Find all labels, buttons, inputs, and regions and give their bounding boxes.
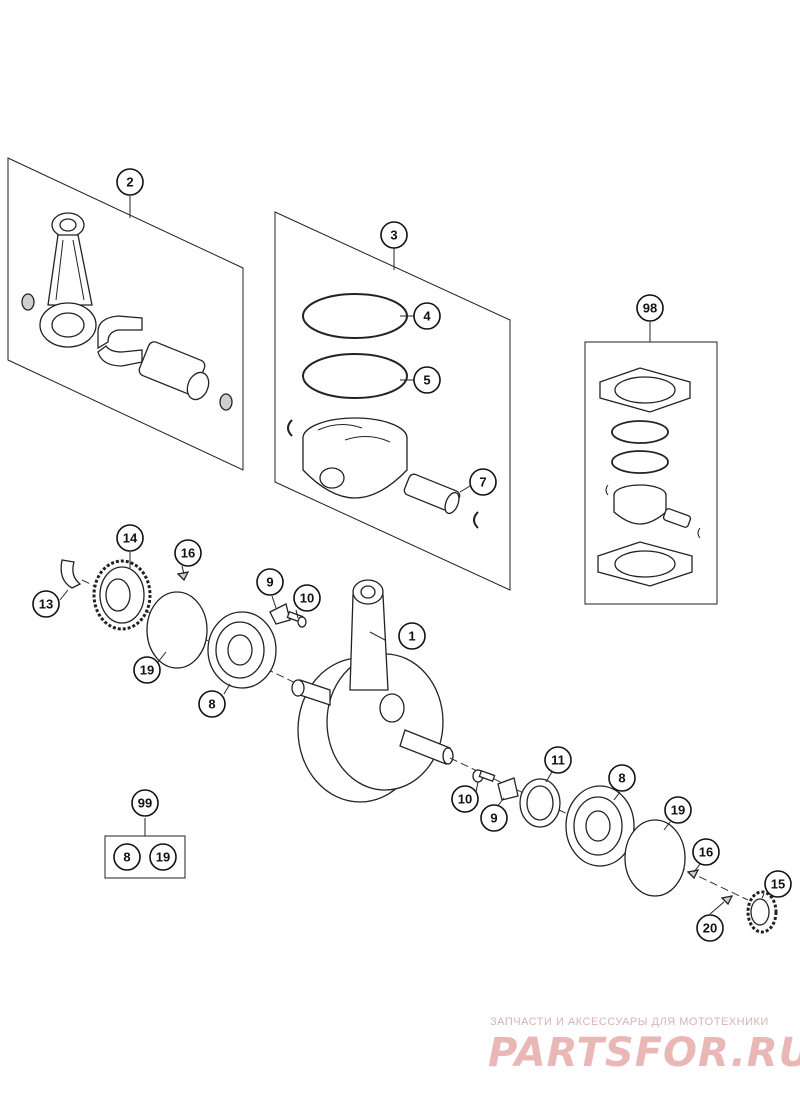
svg-text:19: 19 <box>140 663 154 678</box>
svg-text:8: 8 <box>208 697 215 712</box>
svg-text:13: 13 <box>39 597 53 612</box>
crank-pin-part <box>138 341 210 401</box>
svg-text:15: 15 <box>771 877 785 892</box>
panel-piston <box>274 211 511 591</box>
kit-99-item-8: 8 <box>113 843 141 871</box>
svg-text:4: 4 <box>423 309 431 324</box>
piston-pin-part <box>403 473 461 515</box>
gear-14-part <box>92 559 152 631</box>
svg-text:19: 19 <box>156 850 170 865</box>
plate-9-right <box>497 777 519 801</box>
svg-text:14: 14 <box>123 531 138 546</box>
callout-16-right: 16 <box>692 838 720 866</box>
callout-10-left: 10 <box>293 584 321 612</box>
callout-13: 13 <box>32 590 60 618</box>
thrust-washer-right <box>219 393 233 411</box>
base-gasket-part <box>597 541 693 587</box>
axis-line-right <box>449 757 749 901</box>
piston-ring-top <box>302 293 408 339</box>
svg-text:2: 2 <box>126 175 133 190</box>
panel-connecting-rod <box>7 157 244 471</box>
svg-text:10: 10 <box>458 792 472 807</box>
callout-14: 14 <box>116 524 144 552</box>
callout-19-right: 19 <box>664 796 692 824</box>
crankshaft-1-part <box>291 579 454 803</box>
callout-5: 5 <box>413 366 441 394</box>
thrust-washer-left <box>21 293 35 311</box>
key-16-right <box>686 869 700 880</box>
callout-8-left: 8 <box>198 690 226 718</box>
plate-9-left <box>269 603 291 625</box>
callout-19-left: 19 <box>133 656 161 684</box>
svg-text:11: 11 <box>551 753 565 768</box>
callout-11: 11 <box>544 746 572 774</box>
callout-16-left: 16 <box>174 539 202 567</box>
callout-15: 15 <box>764 870 792 898</box>
svg-text:8: 8 <box>123 850 130 865</box>
kit-99-box <box>104 818 186 879</box>
shim-19-right <box>624 819 686 897</box>
callout-7: 7 <box>469 468 497 496</box>
callout-20: 20 <box>696 914 724 942</box>
callout-99: 99 <box>131 789 159 817</box>
shim-19-left <box>146 591 208 669</box>
screw-10-right <box>472 769 496 783</box>
lock-ring-13-part <box>60 559 82 589</box>
key-20-part <box>720 895 734 906</box>
svg-text:99: 99 <box>138 796 152 811</box>
svg-text:3: 3 <box>390 228 397 243</box>
callout-3: 3 <box>380 221 408 249</box>
shim-11-inner <box>526 785 554 821</box>
bearing-8-left <box>207 611 277 689</box>
callout-9-right: 9 <box>480 804 508 832</box>
watermark-caption: ЗАПЧАСТИ И АКСЕССУАРЫ ДЛЯ МОТОТЕХНИКИ <box>490 1016 769 1028</box>
callout-leaders <box>59 315 765 915</box>
callout-4: 4 <box>413 302 441 330</box>
circlip-right <box>473 511 479 529</box>
svg-text:19: 19 <box>671 803 685 818</box>
svg-text:20: 20 <box>703 921 717 936</box>
callout-10-right: 10 <box>451 785 479 813</box>
callout-1: 1 <box>398 622 426 650</box>
bearing-shells-part <box>97 315 143 367</box>
piston-kit-part <box>613 484 667 525</box>
callout-8-right: 8 <box>608 764 636 792</box>
circlip-left <box>287 419 293 437</box>
svg-text:9: 9 <box>266 575 273 590</box>
svg-text:98: 98 <box>643 301 657 316</box>
connecting-rod-part <box>39 212 97 348</box>
gear-15-part <box>746 890 778 934</box>
svg-text:8: 8 <box>618 771 625 786</box>
svg-text:7: 7 <box>479 475 486 490</box>
head-gasket-part <box>599 367 691 413</box>
svg-text:16: 16 <box>699 845 713 860</box>
callout-2: 2 <box>116 168 144 196</box>
callout-98: 98 <box>636 294 664 322</box>
kit-99-item-19: 19 <box>149 843 177 871</box>
svg-text:10: 10 <box>300 591 314 606</box>
bearing-8-right <box>565 785 635 867</box>
callout-9-left: 9 <box>256 568 284 596</box>
screw-10-left <box>286 610 307 628</box>
piston-part <box>302 417 408 499</box>
watermark-logo: PARTSFOR.RU <box>488 1030 800 1076</box>
svg-text:9: 9 <box>490 811 497 826</box>
svg-text:1: 1 <box>408 629 415 644</box>
svg-text:16: 16 <box>181 546 195 561</box>
piston-ring-second <box>302 353 408 399</box>
panel-top-end-kit <box>584 322 718 605</box>
key-16-left <box>176 571 190 582</box>
svg-text:5: 5 <box>423 373 430 388</box>
